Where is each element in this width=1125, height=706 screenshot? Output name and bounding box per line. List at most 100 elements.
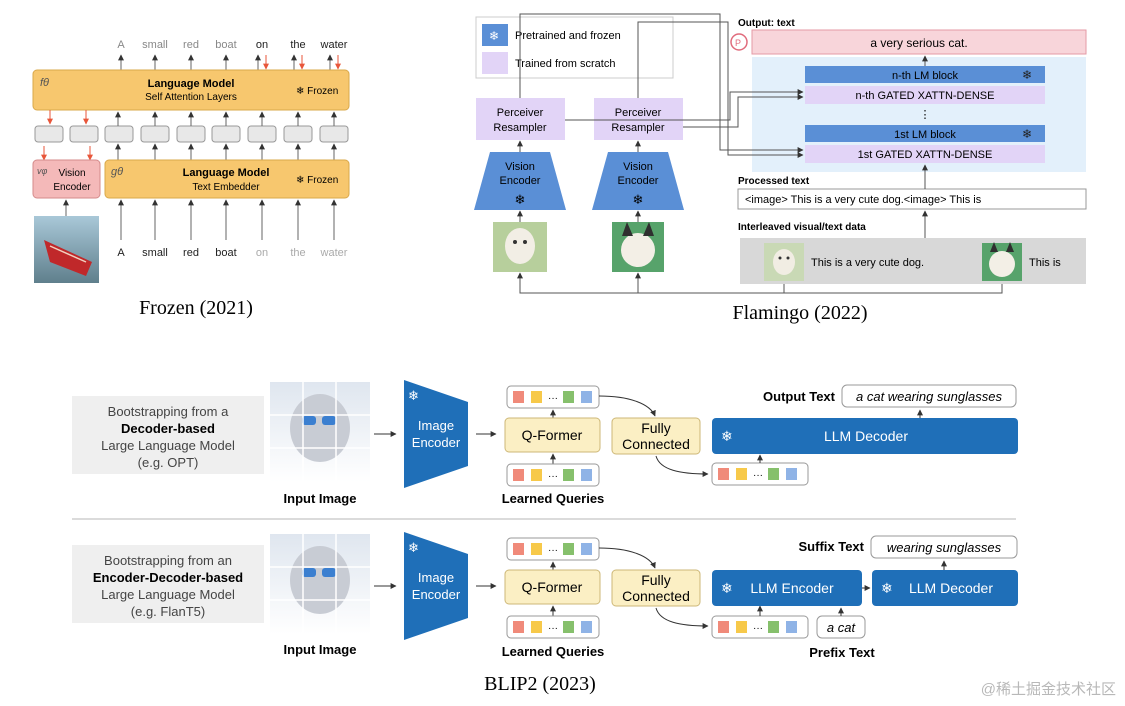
frozen-text-embedder — [104, 159, 350, 199]
legend-frozen-label: Pretrained and frozen — [515, 30, 621, 42]
vision2-line1: Vision — [623, 161, 653, 173]
suffix-text: wearing sunglasses — [887, 540, 1002, 555]
flamingo-vision-encoder-1 — [474, 152, 566, 210]
flamingo-legend — [475, 16, 674, 79]
vision-symbol: vφ — [37, 166, 48, 176]
bottom-learned-query-tokens: ··· — [506, 615, 600, 639]
flamingo-vision-encoder-2 — [592, 152, 684, 210]
bottom-fc-1: Fully — [641, 572, 671, 588]
token — [736, 468, 747, 480]
token — [513, 621, 524, 633]
nth-gated-label: n-th GATED XATTN-DENSE — [856, 90, 995, 102]
in-token: the — [290, 247, 305, 259]
watermark: @稀土掘金技术社区 — [981, 681, 1116, 698]
top-qformer-label: Q-Former — [522, 427, 583, 443]
top-llm-decoder — [712, 418, 1018, 454]
svg-text:···: ··· — [548, 623, 558, 634]
dog-image — [493, 222, 547, 272]
frozen-caption: Frozen (2021) — [139, 297, 253, 319]
token — [531, 391, 542, 403]
perceiver1-line2: Resampler — [493, 122, 547, 134]
top-encoder-1: Image — [418, 418, 454, 433]
in-token: water — [320, 247, 348, 259]
bottom-desc-1: Bootstrapping from an — [104, 553, 232, 568]
frozen-diagram: A small red boat on the water fθ Languag… — [32, 39, 350, 319]
token — [768, 621, 779, 633]
bottom-encoder-1: Image — [418, 570, 454, 585]
cat-thumbnail — [982, 242, 1022, 281]
in-token: on — [256, 247, 268, 259]
flamingo-caption: Flamingo (2022) — [733, 302, 868, 324]
lm-ellipsis: ⋮ — [920, 109, 931, 121]
nth-lm-label: n-th LM block — [892, 70, 959, 82]
cat-image — [612, 222, 664, 272]
top-input-label: Input Image — [284, 491, 357, 506]
token — [736, 621, 747, 633]
top-desc-1: Bootstrapping from a — [108, 404, 229, 419]
top-fc-1: Fully — [641, 420, 671, 436]
output-text: a very serious cat. — [870, 36, 967, 50]
svg-text:···: ··· — [548, 393, 558, 404]
out-token: on — [256, 39, 268, 51]
bottom-llm-encoder — [712, 570, 862, 606]
vision-line2: Encoder — [53, 182, 91, 193]
top-desc-2: Decoder-based — [121, 421, 215, 436]
emb-symbol: gθ — [111, 166, 123, 178]
snowflake-icon: ❄ — [408, 388, 419, 403]
snowflake-icon: ❄ — [408, 540, 419, 555]
token — [563, 621, 574, 633]
token — [563, 469, 574, 481]
token — [786, 468, 797, 480]
token — [718, 621, 729, 633]
token — [531, 621, 542, 633]
bottom-fully-connected — [611, 569, 701, 607]
dog-thumbnail — [764, 243, 804, 281]
snowflake-icon: ❄ — [633, 192, 644, 207]
vision1-line2: Encoder — [500, 175, 541, 187]
token — [718, 468, 729, 480]
top-desc-box — [72, 396, 264, 474]
perceiver-resampler-1 — [476, 98, 565, 140]
bottom-qformer — [504, 569, 601, 605]
snowflake-icon: ❄ — [515, 192, 526, 207]
out-token: red — [183, 39, 199, 51]
bottom-desc-4: (e.g. FlanT5) — [131, 604, 205, 619]
output-text-box — [751, 29, 1087, 55]
out-token: the — [290, 39, 305, 51]
bottom-desc-2: Encoder-Decoder-based — [93, 570, 243, 585]
top-query-output-tokens: ··· — [506, 385, 600, 409]
suffix-label: Suffix Text — [799, 539, 865, 554]
snowflake-icon: ❄ — [721, 428, 733, 444]
top-queries-label: Learned Queries — [502, 491, 605, 506]
token — [531, 543, 542, 555]
top-desc-4: (e.g. OPT) — [138, 455, 199, 470]
bottom-image-encoder — [404, 532, 468, 640]
token — [513, 543, 524, 555]
token — [563, 391, 574, 403]
in-token: red — [183, 247, 199, 259]
bottom-qformer-label: Q-Former — [522, 579, 583, 595]
nth-lm-block — [805, 66, 1045, 83]
frozen-input-tokens: A small red boat on the water — [117, 247, 347, 259]
vision2-line2: Encoder — [618, 175, 659, 187]
in-token: boat — [215, 247, 236, 259]
top-fully-connected — [611, 417, 701, 455]
blip2-diagram: Bootstrapping from a Decoder-based Large… — [72, 380, 1116, 698]
token — [581, 469, 592, 481]
token — [581, 621, 592, 633]
legend-scratch-label: Trained from scratch — [515, 58, 615, 70]
suffix-box — [870, 535, 1018, 559]
perceiver2-line1: Perceiver — [615, 107, 662, 119]
flamingo-diagram: ❄ Pretrained and frozen Trained from scr… — [474, 13, 1087, 324]
first-lm-label: 1st LM block — [894, 129, 956, 141]
nth-gated-block — [805, 86, 1045, 104]
top-llm-input-tokens: ··· — [711, 462, 809, 486]
top-desc-3: Large Language Model — [101, 438, 235, 453]
out-token: boat — [215, 39, 236, 51]
blip2-caption: BLIP2 (2023) — [484, 673, 596, 695]
bottom-input-image — [270, 534, 370, 634]
svg-text:···: ··· — [753, 623, 763, 634]
processed-label: Processed text — [738, 176, 810, 187]
top-output-text: a cat wearing sunglasses — [856, 389, 1002, 404]
first-lm-block — [805, 125, 1045, 142]
